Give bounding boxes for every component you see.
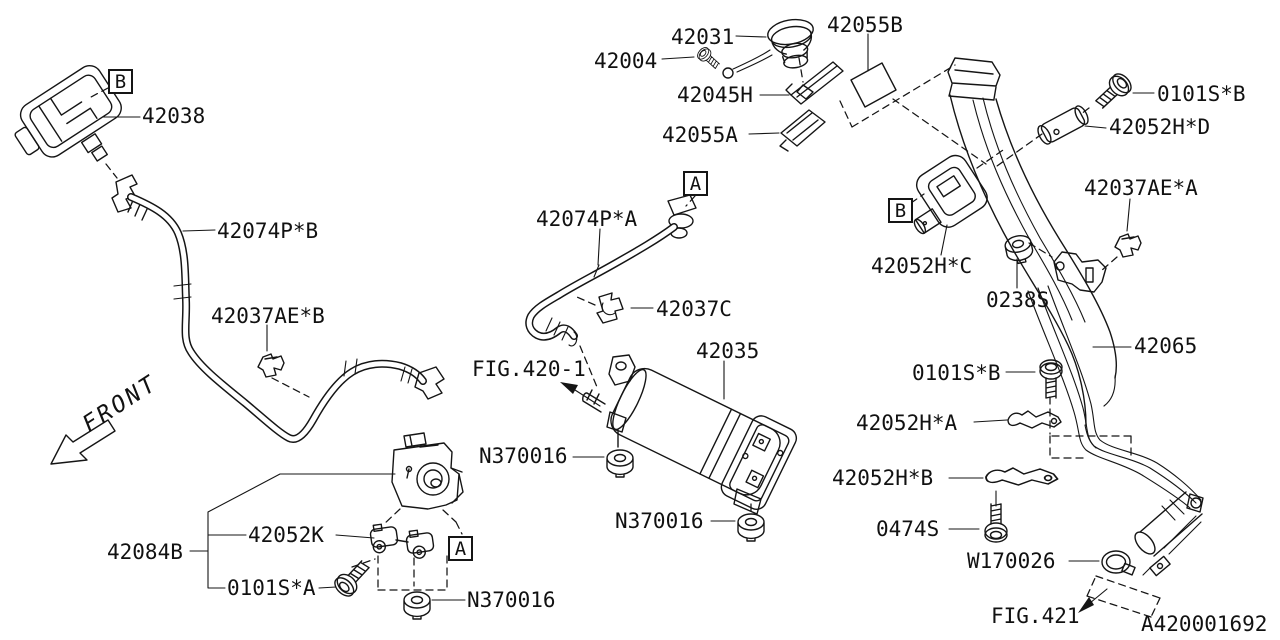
part-label-42074p-a: 42074P*A (536, 207, 638, 231)
pressure-sensor-drawing (913, 154, 988, 235)
flange-nut-bottom-center-drawing (737, 513, 765, 542)
part-label-42065: 42065 (1134, 334, 1198, 358)
hose-clamp-c-drawing (596, 292, 624, 324)
view-marker-a-center: A (683, 171, 708, 196)
hose-clamp-screw-drawing (1101, 550, 1136, 576)
flange-bolt-a-drawing (330, 556, 375, 601)
part-label-42052h-c: 42052H*C (871, 254, 973, 278)
flange-nut-mid-drawing (606, 449, 634, 478)
part-label-0101s-a: 0101S*A (227, 576, 316, 600)
part-label-w170026: W170026 (967, 549, 1056, 573)
purge-hose-b-drawing (111, 174, 445, 443)
part-label-n370016-1: N370016 (467, 588, 556, 612)
part-label-42037ae-b: 42037AE*B (211, 304, 325, 328)
part-label-42074p-b: 42074P*B (217, 219, 319, 243)
hose-clip-b-drawing (257, 353, 285, 378)
figure-ref-420-1: FIG.420-1 (472, 357, 586, 381)
flange-nut-bottom-left-drawing (403, 591, 431, 620)
assembly-dashed-lines (90, 57, 1161, 618)
part-label-42004: 42004 (594, 49, 658, 73)
part-label-0101s-b-mid: 0101S*B (912, 361, 1001, 385)
flange-bolt-b-top-drawing (1091, 69, 1136, 114)
part-label-42031: 42031 (671, 25, 735, 49)
vent-pipes-drawing (1027, 285, 1204, 577)
part-label-n370016-2: N370016 (479, 444, 568, 468)
part-label-42055a: 42055A (662, 123, 738, 147)
leader-lines (102, 33, 1155, 601)
leak-check-pump-drawing (391, 432, 464, 510)
part-label-n370016-3: N370016 (615, 509, 704, 533)
pipe-clip-a-drawing (1114, 233, 1142, 258)
part-label-42035: 42035 (696, 339, 760, 363)
canister-drawing (582, 354, 798, 515)
filler-pipe-bracket-drawing (1053, 251, 1107, 293)
front-arrow-icon (50, 419, 116, 465)
part-label-0474s: 0474S (876, 517, 940, 541)
part-label-42045h: 42045H (677, 83, 753, 107)
fig-420-1-arrow-icon (560, 382, 601, 407)
cushion-clamp-d-drawing (1037, 105, 1089, 145)
part-label-0101s-b-top: 0101S*B (1157, 82, 1246, 106)
cap-tether-screw-drawing (694, 44, 723, 72)
part-label-42052h-b: 42052H*B (832, 466, 934, 490)
filler-pad-drawing (850, 62, 897, 108)
part-label-42037c: 42037C (656, 297, 732, 321)
part-label-42052h-d: 42052H*D (1109, 115, 1211, 139)
purge-hose-a-drawing (525, 194, 697, 347)
pipe-bracket-a-drawing (1007, 410, 1062, 429)
figure-ref-421: FIG.421 (991, 604, 1080, 628)
spring-nut-drawing (1002, 232, 1036, 266)
part-label-42052k: 42052K (248, 523, 324, 547)
view-marker-b-right: B (888, 198, 913, 223)
filler-pipe-drawing (947, 57, 1118, 426)
flange-bolt-b-mid-drawing (1039, 359, 1063, 399)
clamp-pair-drawing (369, 523, 435, 559)
tapping-bolt-drawing (984, 503, 1008, 543)
fig-421-arrow-icon (1078, 588, 1108, 613)
view-marker-b-left: B (108, 69, 133, 94)
part-label-42037ae-a: 42037AE*A (1084, 176, 1198, 200)
part-label-42038: 42038 (142, 104, 206, 128)
cap-retainer-plate-drawing (785, 61, 844, 105)
fuel-cap-drawing (722, 18, 814, 79)
part-label-42055b: 42055B (827, 13, 903, 37)
view-marker-a-left: A (448, 536, 473, 561)
part-label-42084b: 42084B (107, 540, 183, 564)
part-label-0238s: 0238S (986, 288, 1050, 312)
cap-retainer-drawing (779, 109, 826, 152)
part-label-42052h-a: 42052H*A (856, 411, 958, 435)
pipe-bracket-b-drawing (985, 467, 1059, 486)
drawing-number: A420001692 (1141, 612, 1268, 636)
